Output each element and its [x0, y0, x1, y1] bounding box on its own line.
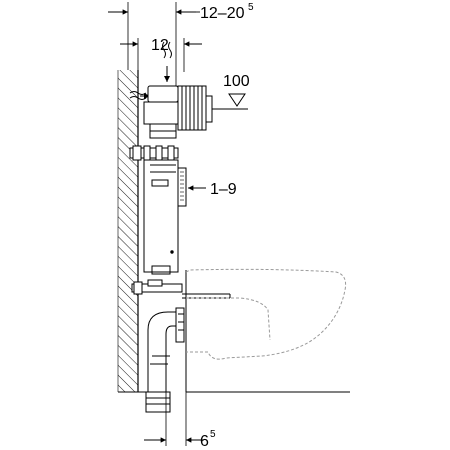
floor-lines — [185, 270, 350, 393]
bottom-dimension — [144, 392, 204, 446]
adjust-range-label: 1–9 — [210, 181, 237, 198]
flush-plate-adjuster — [177, 167, 206, 207]
drain-elbow — [147, 307, 185, 392]
connection-rod — [182, 293, 231, 299]
wc-bowl-outline — [185, 268, 347, 360]
wall-bracket-lower — [131, 279, 183, 295]
top-dimension — [108, 2, 200, 90]
inner-width-label: 12 — [151, 37, 169, 54]
height-mark-label: 100 — [223, 73, 250, 90]
drain-outlet — [145, 391, 171, 413]
height-marker — [212, 93, 248, 110]
bottom-offset-label: 6 — [200, 433, 209, 450]
bottom-offset-superscript: 5 — [210, 429, 216, 440]
installation-frame — [143, 159, 179, 275]
cistern-top-assembly — [143, 85, 213, 139]
water-inlet-symbol — [162, 41, 172, 82]
inner-dimension — [120, 38, 202, 72]
top-width-superscript: 5 — [248, 2, 254, 13]
top-width-label: 12–20 — [200, 5, 245, 22]
wall-bracket-upper — [129, 145, 179, 161]
